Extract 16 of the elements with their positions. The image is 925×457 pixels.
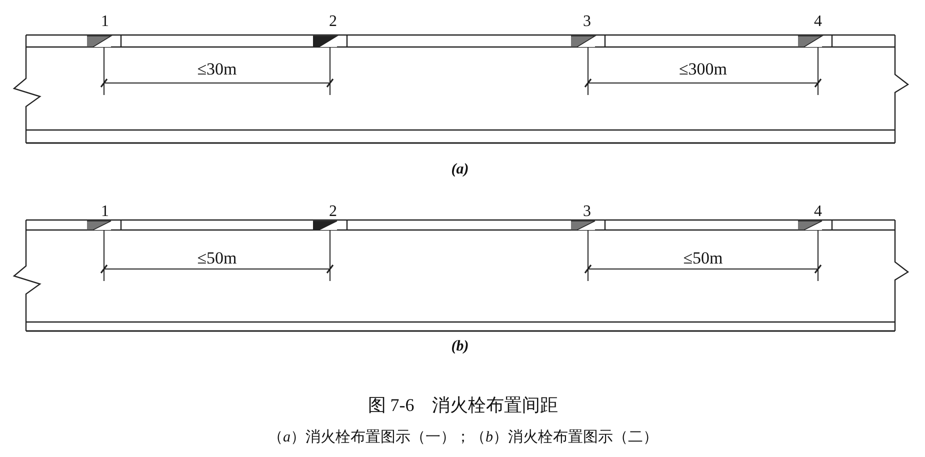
figure-title: 图 7-6 消火栓布置间距 bbox=[368, 396, 558, 414]
callout-number: 3 bbox=[583, 14, 591, 30]
callout-number: 2 bbox=[329, 14, 337, 30]
callout-number: 1 bbox=[101, 204, 109, 220]
panel-label: (b) bbox=[451, 340, 469, 354]
callout-number: 4 bbox=[814, 14, 822, 30]
callout-number: 2 bbox=[329, 204, 337, 220]
panel-label: (a) bbox=[451, 162, 469, 178]
dimension-label: ≤50m bbox=[683, 250, 723, 266]
dimension-label: ≤30m bbox=[197, 60, 237, 78]
callout-number: 3 bbox=[583, 204, 591, 220]
callout-number: 4 bbox=[814, 204, 822, 220]
dimension-label: ≤50m bbox=[197, 250, 237, 266]
callout-number: 1 bbox=[101, 14, 109, 30]
figure-caption: （a）消火栓布置图示（一）；（b）消火栓布置图示（二） bbox=[268, 430, 658, 446]
dimension-label: ≤300m bbox=[678, 60, 728, 78]
